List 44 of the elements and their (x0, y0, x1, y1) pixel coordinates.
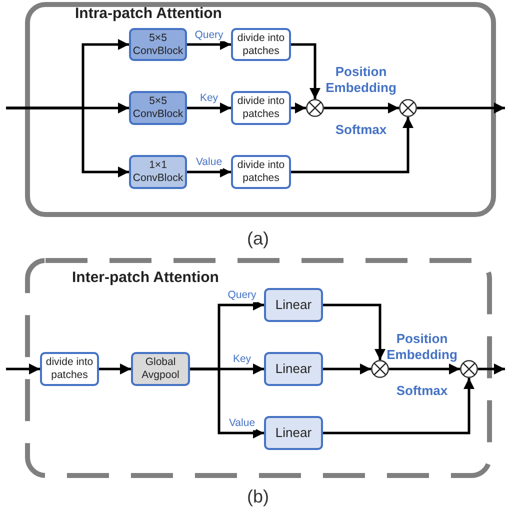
arrow (6, 106, 129, 178)
arrow (417, 102, 505, 114)
panel-frame (25, 2, 496, 217)
arrow (323, 378, 474, 434)
process-box: Linear (264, 416, 323, 450)
edge-label: Query (194, 30, 224, 42)
arrow (187, 166, 231, 178)
process-box: Global Avgpool (131, 352, 190, 386)
process-box: divide into patches (231, 155, 291, 189)
arrow (6, 364, 40, 374)
process-box: 5×5 ConvBlock (129, 28, 187, 61)
arrow (187, 102, 231, 114)
edge-label: Value (228, 418, 256, 430)
annotation-label: Softmax (395, 382, 449, 400)
process-box: divide into patches (231, 28, 291, 61)
process-box: 5×5 ConvBlock (129, 91, 187, 125)
panel-frame (25, 258, 492, 478)
annotation-label: Softmax (334, 122, 388, 138)
annotation-label: Position Embedding (386, 330, 458, 364)
edge-label: Value (194, 157, 224, 169)
process-box: 1×1 ConvBlock (129, 155, 187, 189)
process-box: Linear (264, 352, 323, 386)
arrow (291, 102, 306, 114)
arrow (323, 304, 386, 360)
arrow (187, 39, 231, 50)
arrow (323, 364, 371, 374)
panel-title: Inter-patch Attention (72, 269, 219, 286)
process-box: divide into patches (40, 352, 99, 386)
arrow (99, 364, 131, 374)
edge-label: Key (232, 354, 252, 366)
process-box: divide into patches (231, 91, 291, 125)
arrow (389, 364, 460, 374)
arrow (291, 117, 414, 174)
panel-title: Intra-patch Attention (75, 5, 222, 22)
process-box: Linear (264, 288, 323, 322)
annotation-label: Position Embedding (324, 64, 398, 96)
edge-label: Key (198, 93, 220, 105)
subfigure-caption: (a) (247, 228, 269, 250)
arrow (190, 368, 264, 438)
arrow (291, 43, 320, 99)
edge-label: Query (226, 290, 258, 302)
arrow (324, 102, 399, 114)
arrow (478, 364, 505, 374)
subfigure-caption: (b) (247, 486, 269, 508)
